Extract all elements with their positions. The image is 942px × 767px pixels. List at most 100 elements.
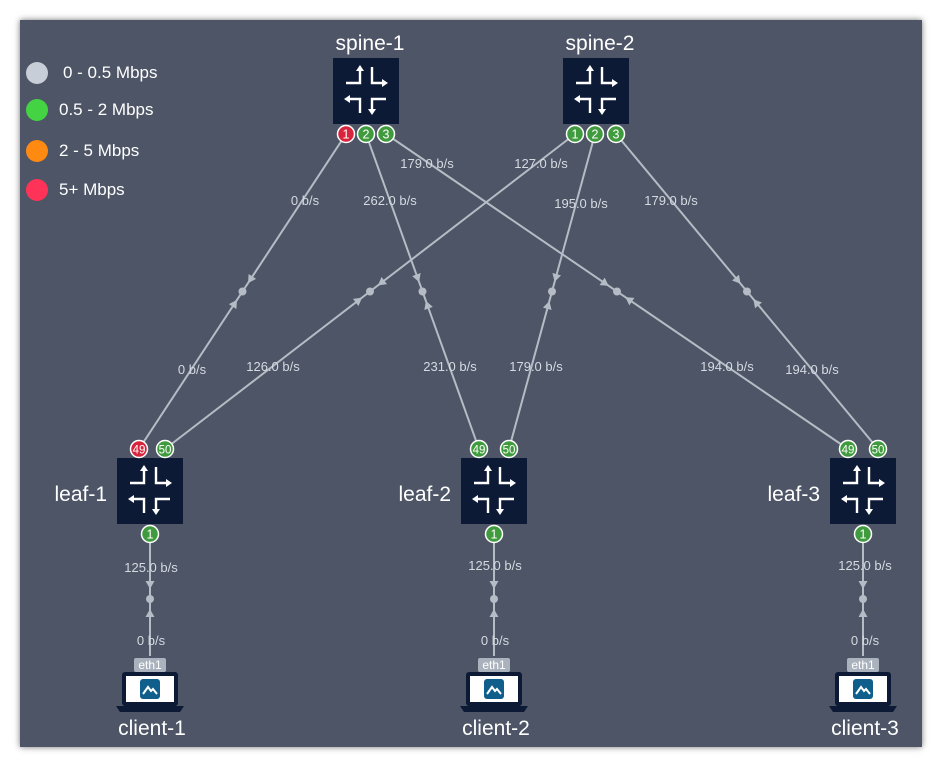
- node-label: leaf-3: [767, 483, 820, 506]
- link-arrow-a: [552, 272, 562, 282]
- legend-swatch-2: [26, 140, 48, 162]
- legend-label-1: 0.5 - 2 Mbps: [59, 100, 154, 119]
- port-label: 1: [147, 528, 154, 542]
- port-leaf-1-49[interactable]: 49: [129, 439, 149, 459]
- link-arrow-b: [753, 299, 762, 309]
- node-client-3[interactable]: eth1 client-3: [829, 658, 899, 740]
- legend-swatch-3: [26, 179, 48, 201]
- port-circle: [155, 439, 175, 459]
- link-arrow-b: [424, 300, 433, 310]
- port-circle: [499, 439, 519, 459]
- port-circle: [853, 524, 873, 544]
- link-midpoint: [859, 595, 867, 603]
- legend-swatch-1: [26, 99, 48, 121]
- link-arrow-b: [858, 609, 868, 617]
- port-label: 3: [613, 128, 620, 142]
- interface-label: eth1: [851, 658, 875, 672]
- port-leaf-3-50[interactable]: 50: [868, 439, 888, 459]
- port-spine-2-3[interactable]: 3: [606, 124, 626, 144]
- switch-body: [117, 458, 183, 524]
- link-midpoint: [146, 595, 154, 603]
- port-spine-1-3[interactable]: 3: [376, 124, 396, 144]
- port-spine-1-1[interactable]: 1: [336, 124, 356, 144]
- node-label: leaf-2: [398, 483, 451, 506]
- link-midpoint: [366, 287, 374, 296]
- interface-label: eth1: [482, 658, 506, 672]
- port-circle: [469, 439, 489, 459]
- link-rate-b: 231.0 b/s: [423, 359, 477, 374]
- laptop-icon: [116, 672, 184, 712]
- interface-tag: [134, 658, 166, 672]
- link-midpoint: [548, 287, 556, 296]
- link-rate-b: 194.0 b/s: [785, 362, 839, 377]
- link-rate-a: 0 b/s: [291, 193, 320, 208]
- link-arrow-a: [145, 581, 155, 589]
- link-rate-a: 262.0 b/s: [363, 193, 417, 208]
- link-rate-b: 194.0 b/s: [700, 359, 754, 374]
- legend-swatch-0: [26, 62, 48, 84]
- port-circle: [129, 439, 149, 459]
- port-label: 49: [133, 445, 146, 457]
- port-label: 49: [842, 445, 855, 457]
- port-circle: [565, 124, 585, 144]
- port-leaf-1-1[interactable]: 1: [140, 524, 160, 544]
- link-spine1-leaf1[interactable]: 0 b/s 0 b/s: [142, 140, 343, 443]
- link-leaf2-client2[interactable]: 125.0 b/s0 b/s: [468, 542, 522, 656]
- node-label: client-3: [831, 717, 899, 740]
- switch-body: [461, 458, 527, 524]
- node-leaf-2[interactable]: leaf-2 49 50 1: [398, 439, 527, 544]
- port-spine-2-2[interactable]: 2: [585, 124, 605, 144]
- switch-body: [563, 58, 629, 124]
- port-leaf-3-49[interactable]: 49: [838, 439, 858, 459]
- port-spine-2-1[interactable]: 1: [565, 124, 585, 144]
- link-rate-b: 0 b/s: [178, 362, 207, 377]
- legend-item-1: 0.5 - 2 Mbps: [26, 98, 226, 122]
- port-circle: [336, 124, 356, 144]
- node-leaf-3[interactable]: leaf-3 49 50 1: [767, 439, 896, 544]
- port-label: 1: [572, 128, 579, 142]
- link-rate-b: 179.0 b/s: [509, 359, 563, 374]
- link-leaf3-client3[interactable]: 125.0 b/s0 b/s: [838, 542, 892, 656]
- port-leaf-2-1[interactable]: 1: [484, 524, 504, 544]
- port-leaf-1-50[interactable]: 50: [155, 439, 175, 459]
- port-label: 2: [363, 128, 370, 142]
- legend-item-0: 0 - 0.5 Mbps: [26, 61, 226, 85]
- link-rate-b: 0 b/s: [481, 633, 510, 648]
- link-arrow-b: [625, 297, 635, 306]
- port-leaf-2-50[interactable]: 50: [499, 439, 519, 459]
- port-spine-1-2[interactable]: 2: [356, 124, 376, 144]
- legend-label-3: 5+ Mbps: [59, 180, 125, 199]
- port-leaf-3-1[interactable]: 1: [853, 524, 873, 544]
- port-circle: [484, 524, 504, 544]
- link-midpoint: [490, 595, 498, 603]
- port-label: 50: [503, 445, 516, 457]
- link-spine1-leaf3[interactable]: 179.0 b/s 194.0 b/s: [392, 137, 842, 446]
- node-label: spine-1: [336, 32, 405, 55]
- node-label: client-2: [462, 717, 530, 740]
- link-spine1-leaf2[interactable]: 262.0 b/s 231.0 b/s: [363, 141, 478, 442]
- port-label: 50: [872, 445, 885, 457]
- node-client-2[interactable]: eth1 client-2: [460, 658, 530, 740]
- switch-body: [830, 458, 896, 524]
- link-arrow-b: [228, 299, 238, 310]
- link-arrow-a: [732, 274, 741, 284]
- link-rate-a: 127.0 b/s: [514, 156, 568, 171]
- legend-item-3: 5+ Mbps: [26, 178, 226, 202]
- port-circle: [585, 124, 605, 144]
- link-midpoint: [418, 287, 427, 296]
- link-leaf1-client1[interactable]: 125.0 b/s0 b/s: [124, 542, 178, 656]
- port-leaf-2-49[interactable]: 49: [469, 439, 489, 459]
- link-arrow-a: [858, 581, 868, 589]
- link-arrow-a: [377, 276, 388, 286]
